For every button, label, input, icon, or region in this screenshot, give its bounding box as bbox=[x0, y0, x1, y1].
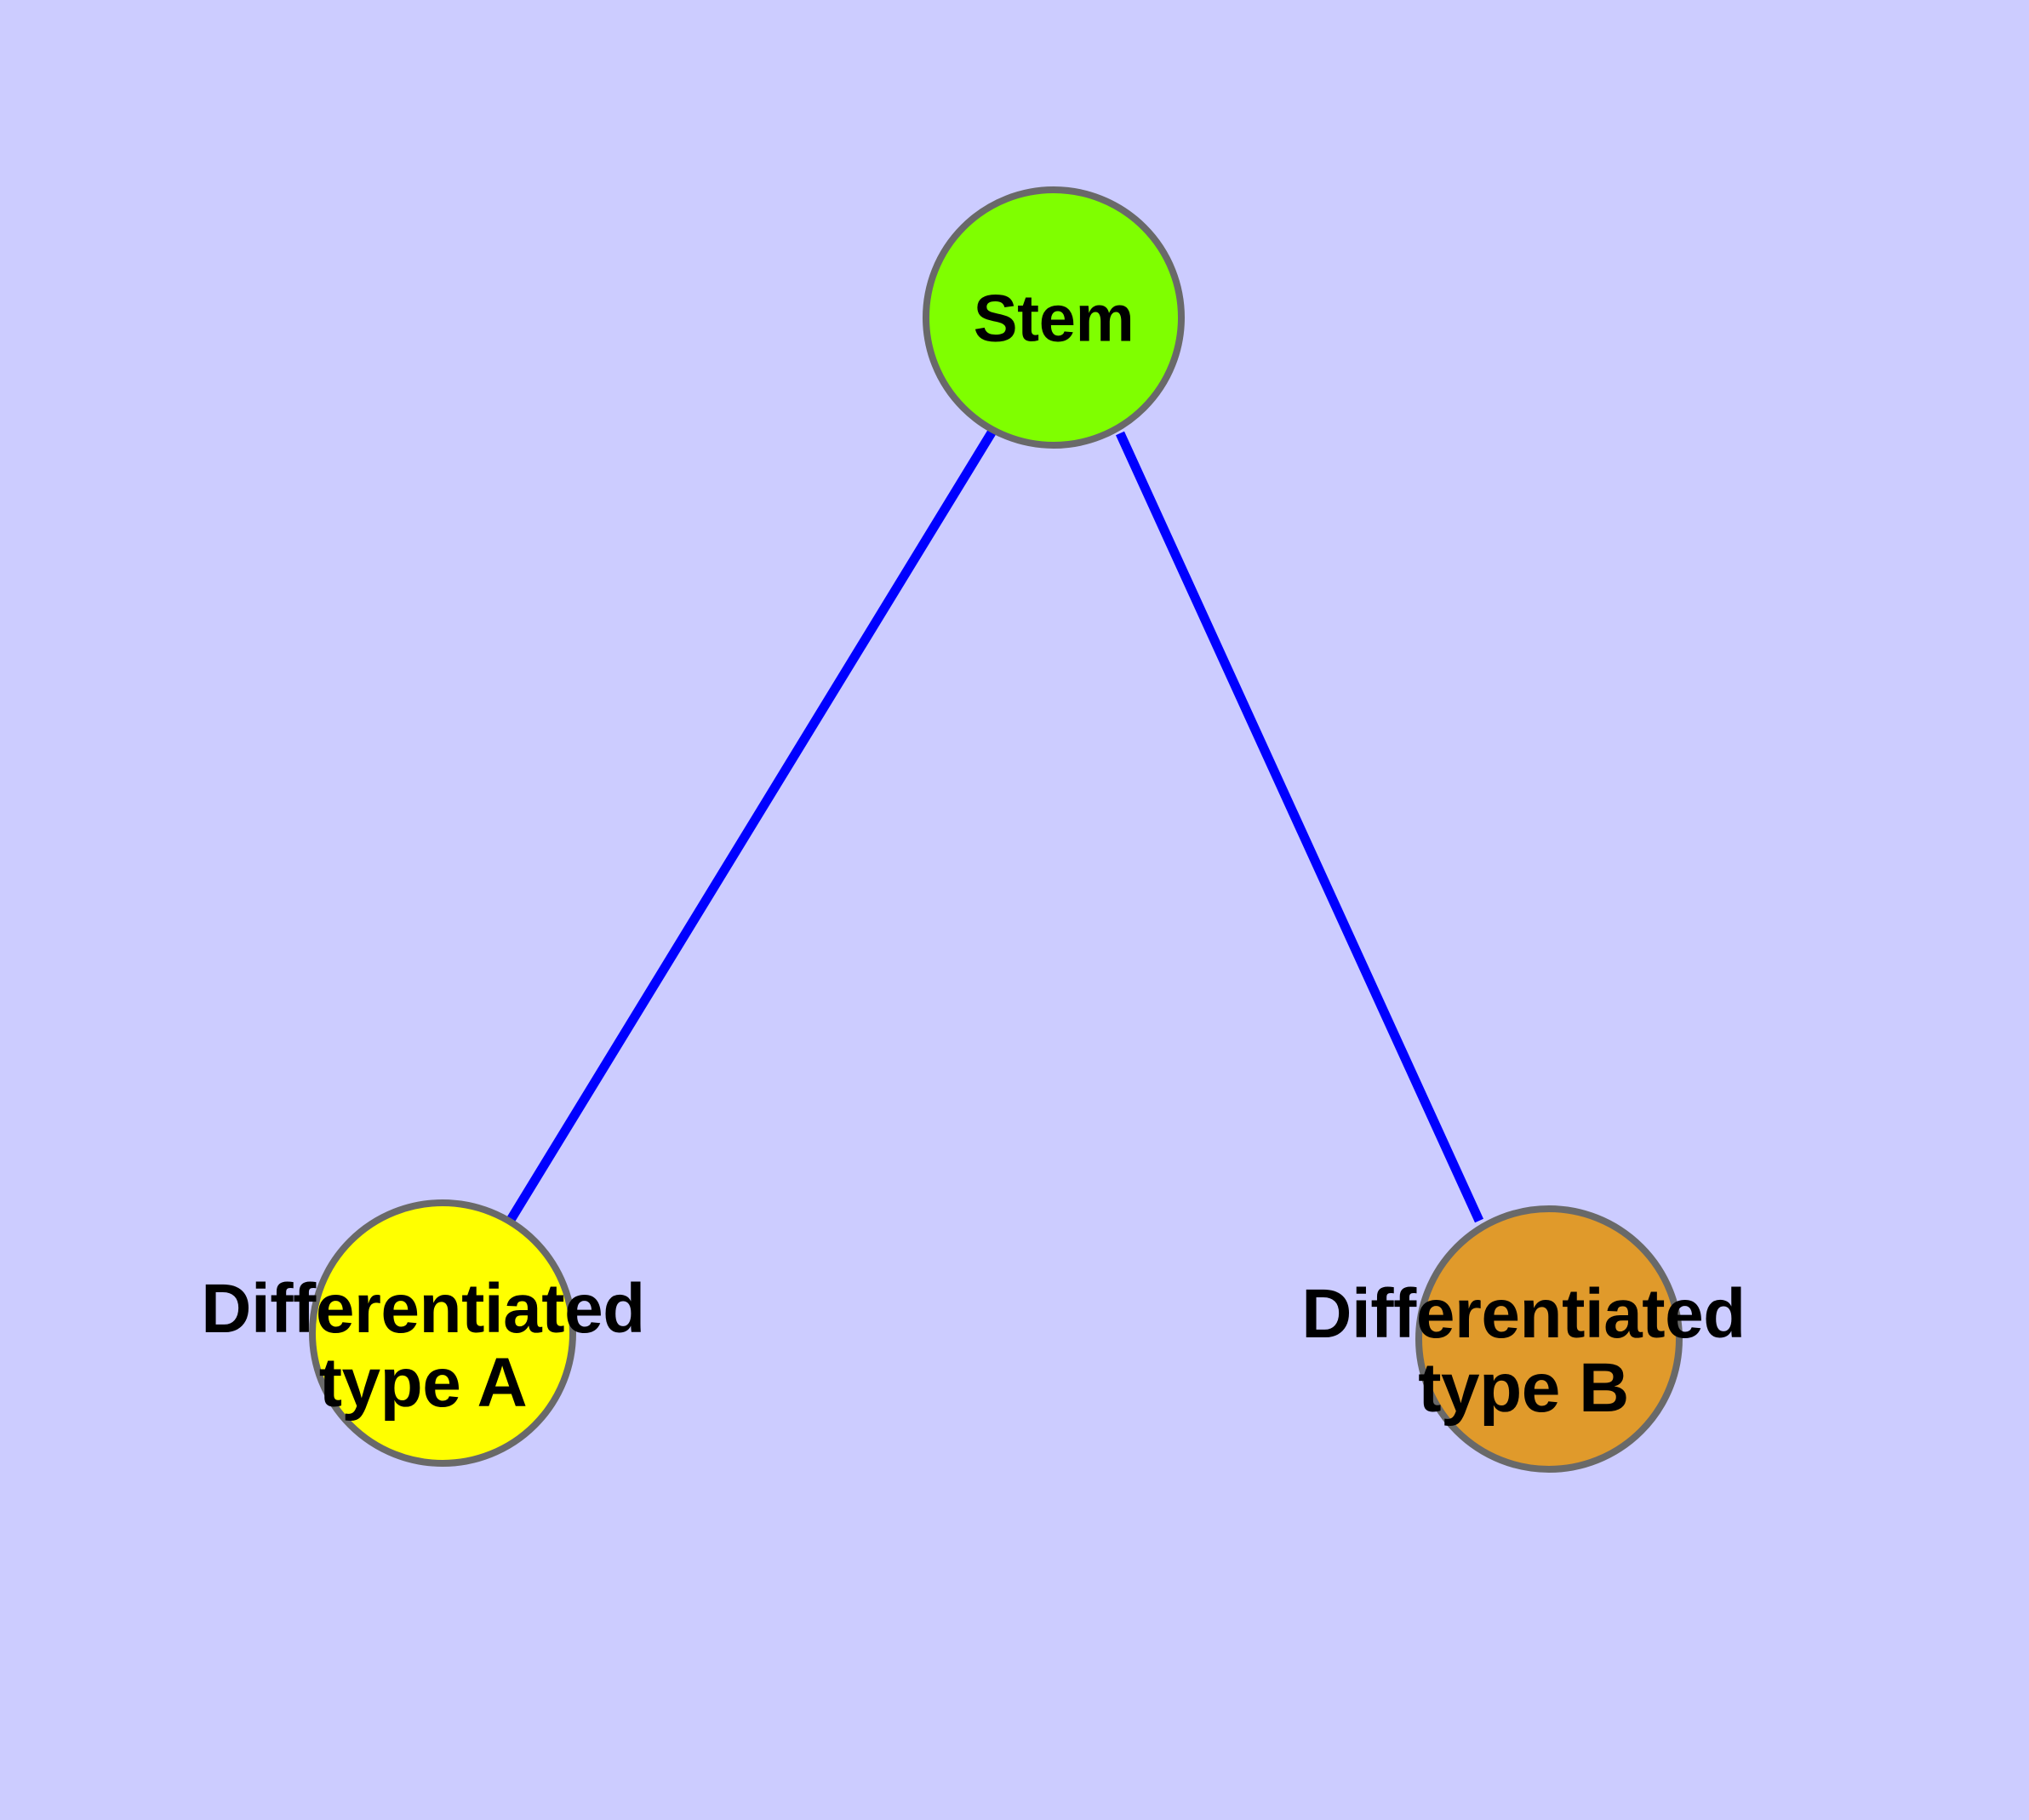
edge-stem-to-differentiated-type-a[interactable] bbox=[506, 427, 997, 1222]
node-stem[interactable] bbox=[923, 186, 1185, 449]
node-differentiated-type-a[interactable] bbox=[309, 1199, 576, 1467]
node-differentiated-type-b[interactable] bbox=[1415, 1205, 1683, 1473]
edge-stem-to-differentiated-type-b[interactable] bbox=[1115, 431, 1484, 1223]
edge-layer bbox=[506, 427, 1484, 1223]
node-layer bbox=[309, 186, 1683, 1473]
